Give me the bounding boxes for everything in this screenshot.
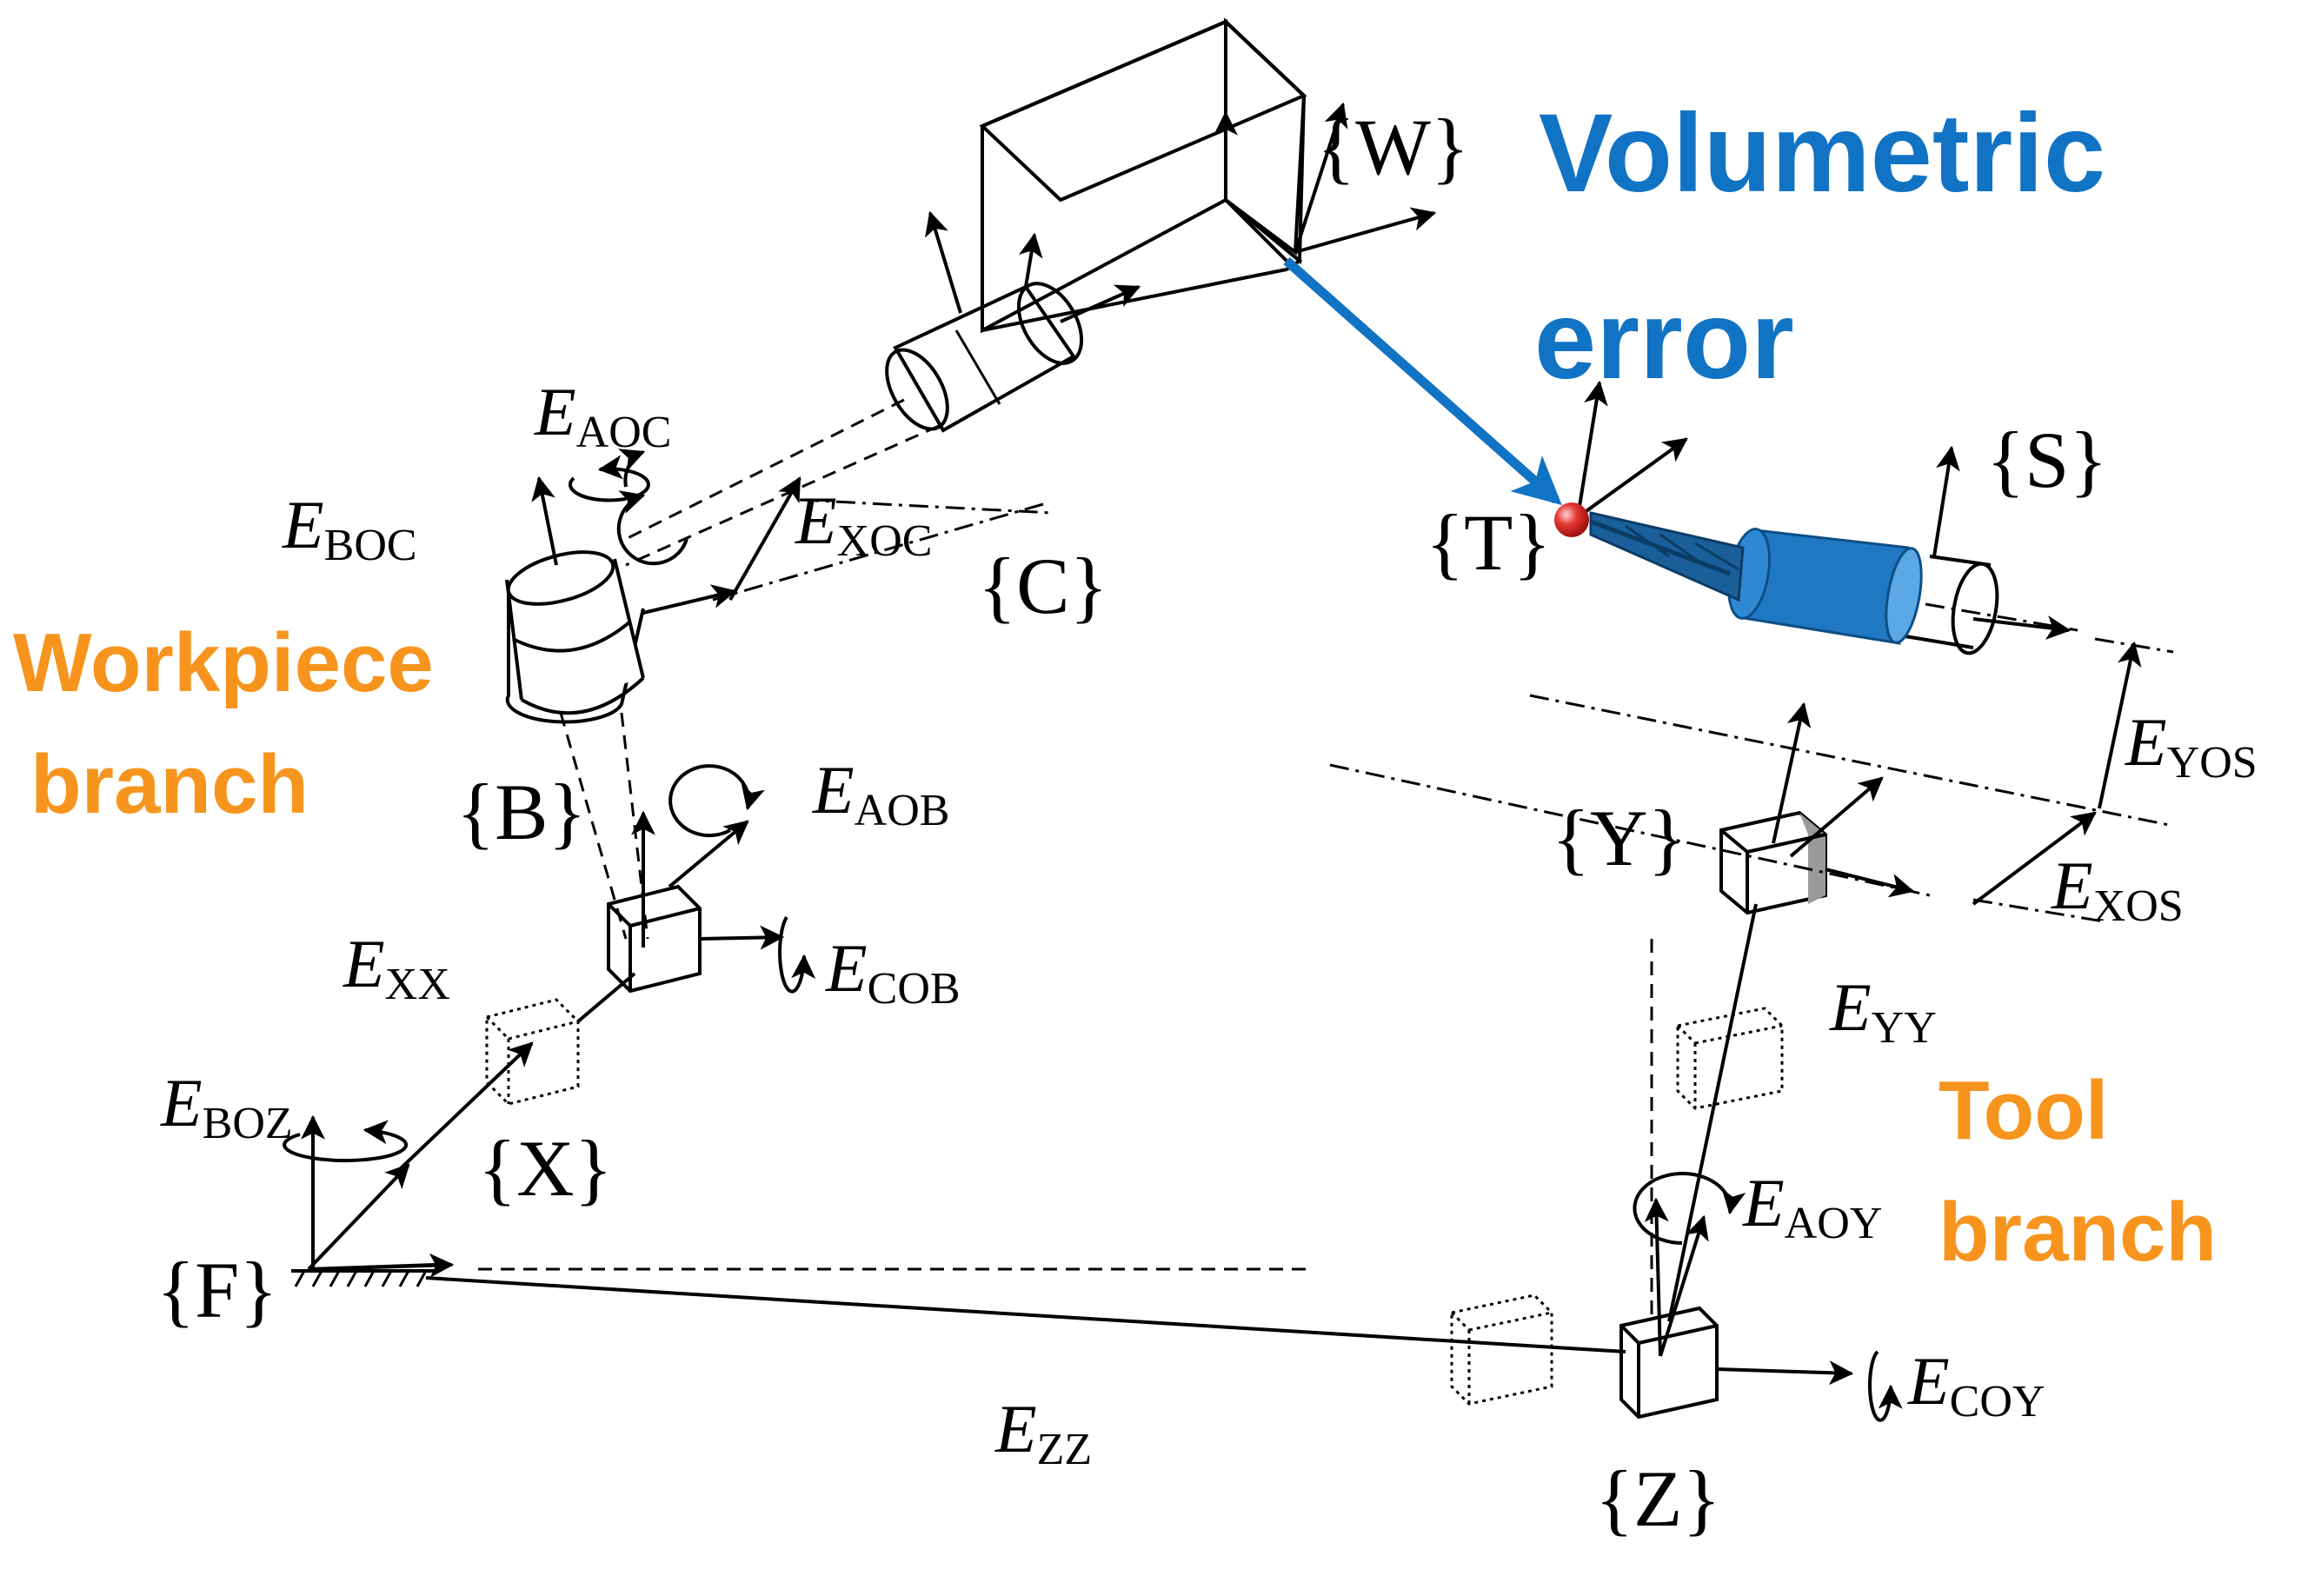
error-label-yy: EYY: [1829, 969, 1937, 1053]
ecob-rotation: [778, 915, 816, 994]
error-label-yos: EYOS: [2125, 704, 2258, 788]
volumetric-label-line1: Volumetric: [1539, 91, 2105, 216]
w-frame-axes: [1294, 102, 1437, 254]
x-axis-arrow: [398, 1041, 534, 1171]
c-dashdot-line: [799, 498, 1053, 515]
frame-label-s: {S}: [1986, 416, 2107, 504]
exoc-arrow: [728, 475, 801, 601]
c-z-axis: [531, 475, 558, 566]
frame-label-b: {B}: [456, 768, 587, 856]
eyos-arrow: [2098, 641, 2142, 809]
frame-label-y: {Y}: [1552, 794, 1686, 882]
error-label-xoc: EXOC: [795, 482, 932, 566]
tool-tip-point: [1554, 502, 1589, 537]
x-to-b-link: [576, 972, 636, 1023]
y-cube: [1719, 702, 1915, 915]
f-to-z-link: [425, 1276, 1626, 1353]
eaob-rotation: [668, 764, 765, 838]
z-to-y-link: [1667, 903, 1758, 1322]
error-label-xos: EXOS: [2051, 848, 2184, 931]
xos-dashdot: [1972, 898, 2105, 923]
volumetric-label-line2: error: [1534, 278, 1794, 402]
c-x-axis: [642, 584, 737, 615]
y-dashdot-lower: [1329, 763, 1931, 897]
t-x-axis: [1576, 437, 1688, 519]
tool-spindle: [1589, 445, 2078, 656]
tool-branch-line2: branch: [1939, 1186, 2217, 1279]
eboz-rotation: [283, 1120, 409, 1162]
eboc-rotation: [569, 455, 650, 502]
frame-label-z: {Z}: [1595, 1454, 1721, 1543]
workpiece-branch-line2: branch: [30, 738, 309, 831]
eaoc-rotation: [616, 490, 688, 566]
error-label-boz: EBOZ: [160, 1065, 293, 1148]
error-label-xx: EXX: [342, 926, 450, 1009]
f-base: [291, 1114, 455, 1287]
ecoy-rotation: [1868, 1350, 1903, 1422]
frame-label-x: {X}: [478, 1124, 613, 1213]
b-cube: [607, 810, 785, 994]
error-label-aob: EAOB: [812, 752, 949, 835]
error-label-coy: ECOY: [1907, 1343, 2045, 1426]
z-dotted-cube: [1450, 1293, 1553, 1406]
frame-label-c: {C}: [978, 542, 1108, 630]
eaoc-rotation-2: [618, 449, 646, 488]
exos-arrow: [1972, 811, 2097, 906]
error-label-zz: EZZ: [994, 1391, 1092, 1474]
volumetric-error-arrow: [1283, 256, 1562, 506]
error-label-aoy: EAOY: [1742, 1165, 1882, 1248]
frame-label-f: {F}: [156, 1246, 277, 1334]
frame-label-t: {T}: [1426, 498, 1552, 587]
error-label-aoc: EAOC: [534, 374, 671, 457]
error-label-boc: EBOC: [282, 487, 417, 570]
projection-b1: [559, 712, 628, 940]
error-label-cob: ECOB: [825, 930, 961, 1014]
eaoy-rotation: [1633, 1172, 1746, 1245]
z-cube: [1619, 1197, 1854, 1420]
frame-label-w: {W}: [1317, 103, 1469, 191]
t-z-axis: [1576, 380, 1608, 518]
projection-line-c1: [625, 398, 905, 541]
x-cube-dotted: [485, 998, 580, 1106]
workpiece-cylinder: [505, 550, 645, 724]
y-dotted-cube: [1676, 1007, 1784, 1110]
workpiece-branch-line1: Workpiece: [13, 616, 434, 709]
tool-branch-line1: Tool: [1939, 1064, 2108, 1157]
